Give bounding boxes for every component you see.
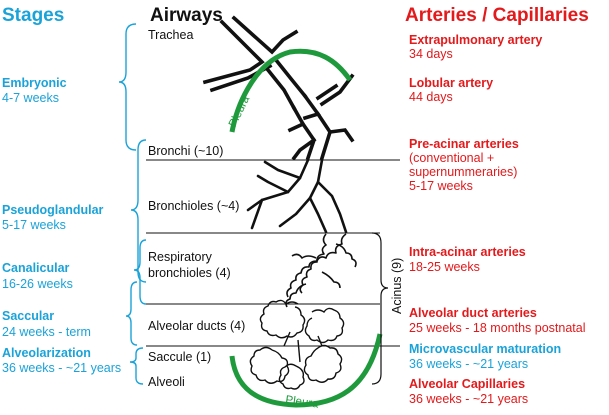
airway-wall bbox=[265, 67, 297, 111]
airway-tree-respiratory bbox=[285, 233, 357, 308]
respiratory-bronchiole bbox=[285, 283, 307, 308]
artery-name: Lobular artery bbox=[409, 76, 493, 90]
artery-intra-acinar: Intra-acinar arteries 18-25 weeks bbox=[409, 245, 526, 274]
alveolar-sacs bbox=[249, 299, 345, 390]
bronchiole bbox=[250, 198, 264, 230]
alveolar-duct bbox=[259, 299, 306, 339]
respiratory-bronchiole bbox=[335, 243, 357, 268]
bronchiole bbox=[246, 158, 310, 212]
artery-name: Pre-acinar arteries bbox=[409, 137, 519, 151]
alveolar-sac bbox=[303, 344, 343, 383]
airway-wall bbox=[273, 57, 308, 99]
stage-name: Saccular bbox=[2, 309, 54, 323]
artery-detail: supernummeraries) bbox=[409, 165, 517, 179]
artery-time: 44 days bbox=[409, 90, 453, 104]
respiratory-bronchiole bbox=[286, 233, 347, 298]
airway-tree-upper bbox=[202, 15, 355, 161]
brace-canalicular bbox=[133, 239, 147, 305]
acinus-label: Acinus (9) bbox=[390, 258, 404, 314]
airway-alveoli: Alveoli bbox=[148, 375, 185, 389]
pleura-label-top: Pleura bbox=[227, 94, 253, 130]
brace-embryonic bbox=[118, 23, 137, 151]
artery-lobular: Lobular artery 44 days bbox=[409, 76, 493, 104]
artery-name: Intra-acinar arteries bbox=[409, 245, 526, 259]
stage-canalicular: Canalicular 16-26 weeks bbox=[2, 261, 73, 291]
stage-name: Embryonic bbox=[2, 76, 67, 90]
stage-pseudoglandular: Pseudoglandular 5-17 weeks bbox=[2, 203, 104, 232]
artery-name: Alveolar Capillaries bbox=[409, 377, 525, 391]
pleura-label-bottom: Pleura bbox=[285, 394, 320, 411]
respiratory-bronchiole bbox=[299, 233, 327, 294]
alveolar-sac bbox=[278, 363, 305, 390]
airway-trachea: Trachea bbox=[148, 28, 193, 42]
artery-time: 36 weeks - ~21 years bbox=[409, 357, 528, 371]
artery-alveolar-duct: Alveolar duct arteries 25 weeks - 18 mon… bbox=[409, 306, 586, 335]
arteries-header: Arteries / Capillaries bbox=[405, 5, 589, 26]
stage-name: Alveolarization bbox=[2, 346, 91, 360]
stages-header: Stages bbox=[2, 5, 64, 26]
artery-time: 36 weeks - ~21 years bbox=[409, 392, 528, 406]
airway-wall bbox=[315, 111, 332, 161]
brace-alveolarization bbox=[129, 347, 144, 385]
stage-braces bbox=[118, 23, 147, 385]
respiratory-bronchiole bbox=[321, 271, 341, 289]
airway-wall bbox=[302, 93, 321, 121]
acinus-bracket bbox=[371, 232, 389, 385]
bronchiole bbox=[316, 180, 348, 234]
stage-time: 16-26 weeks bbox=[2, 277, 73, 291]
stage-name: Canalicular bbox=[2, 261, 70, 275]
respiratory-bronchiole bbox=[291, 253, 317, 259]
stage-time: 36 weeks - ~21 years bbox=[2, 361, 121, 375]
stage-embryonic: Embryonic 4-7 weeks bbox=[2, 76, 67, 105]
alveolar-stem bbox=[297, 339, 301, 363]
airway-wall bbox=[327, 128, 355, 143]
airways-header: Airways bbox=[150, 5, 223, 26]
artery-time: 18-25 weeks bbox=[409, 260, 480, 274]
airway-bronchioles: Bronchioles (~4) bbox=[148, 199, 239, 213]
bronchiole bbox=[256, 174, 290, 194]
stage-saccular: Saccular 24 weeks - term bbox=[2, 309, 91, 339]
airway-wall bbox=[202, 19, 265, 85]
artery-name: Alveolar duct arteries bbox=[409, 306, 537, 320]
airway-bronchi: Bronchi (~10) bbox=[148, 144, 223, 158]
airway-tree-bronchioles bbox=[246, 158, 348, 234]
alveolar-sac bbox=[249, 346, 290, 384]
brace-pseudoglandular bbox=[130, 139, 147, 283]
alveolar-stem bbox=[283, 331, 291, 347]
pleura-arc-top bbox=[229, 48, 353, 133]
stage-time: 5-17 weeks bbox=[2, 218, 66, 232]
alveolar-stem bbox=[317, 335, 323, 347]
artery-name: Extrapulmonary artery bbox=[409, 33, 542, 47]
bronchiole bbox=[308, 196, 328, 234]
alveolar-duct bbox=[304, 307, 345, 344]
airway-wall bbox=[291, 137, 317, 161]
stage-name: Pseudoglandular bbox=[2, 203, 104, 217]
alveolar-capillaries: Alveolar Capillaries 36 weeks - ~21 year… bbox=[409, 377, 528, 406]
brace-saccular bbox=[125, 281, 138, 346]
airway-alveolar-ducts: Alveolar ducts (4) bbox=[148, 319, 245, 333]
artery-time: 34 days bbox=[409, 47, 453, 61]
airway-wall bbox=[231, 15, 299, 55]
stage-alveolarization: Alveolarization 36 weeks - ~21 years bbox=[2, 346, 121, 375]
airway-wall bbox=[287, 105, 306, 133]
artery-detail: (conventional + bbox=[409, 151, 494, 165]
airway-respiratory-bronchioles: Respiratory bbox=[148, 250, 213, 264]
stage-time: 24 weeks - term bbox=[2, 325, 91, 339]
artery-time: 25 weeks - 18 months postnatal bbox=[409, 321, 586, 335]
bronchiole bbox=[263, 160, 302, 180]
airway-respiratory-bronchioles-line2: bronchioles (4) bbox=[148, 266, 231, 280]
pleura-arc-bottom bbox=[229, 333, 383, 408]
artery-time: 5-17 weeks bbox=[409, 179, 473, 193]
artery-extrapulmonary: Extrapulmonary artery 34 days bbox=[409, 33, 542, 61]
artery-pre-acinar: Pre-acinar arteries (conventional + supe… bbox=[409, 137, 519, 193]
artery-name: Microvascular maturation bbox=[409, 342, 561, 356]
stage-time: 4-7 weeks bbox=[2, 91, 59, 105]
microvascular-maturation: Microvascular maturation 36 weeks - ~21 … bbox=[409, 342, 561, 371]
airway-wall bbox=[315, 83, 339, 101]
airway-saccule: Saccule (1) bbox=[148, 350, 211, 364]
airway-level-lines bbox=[146, 159, 400, 347]
